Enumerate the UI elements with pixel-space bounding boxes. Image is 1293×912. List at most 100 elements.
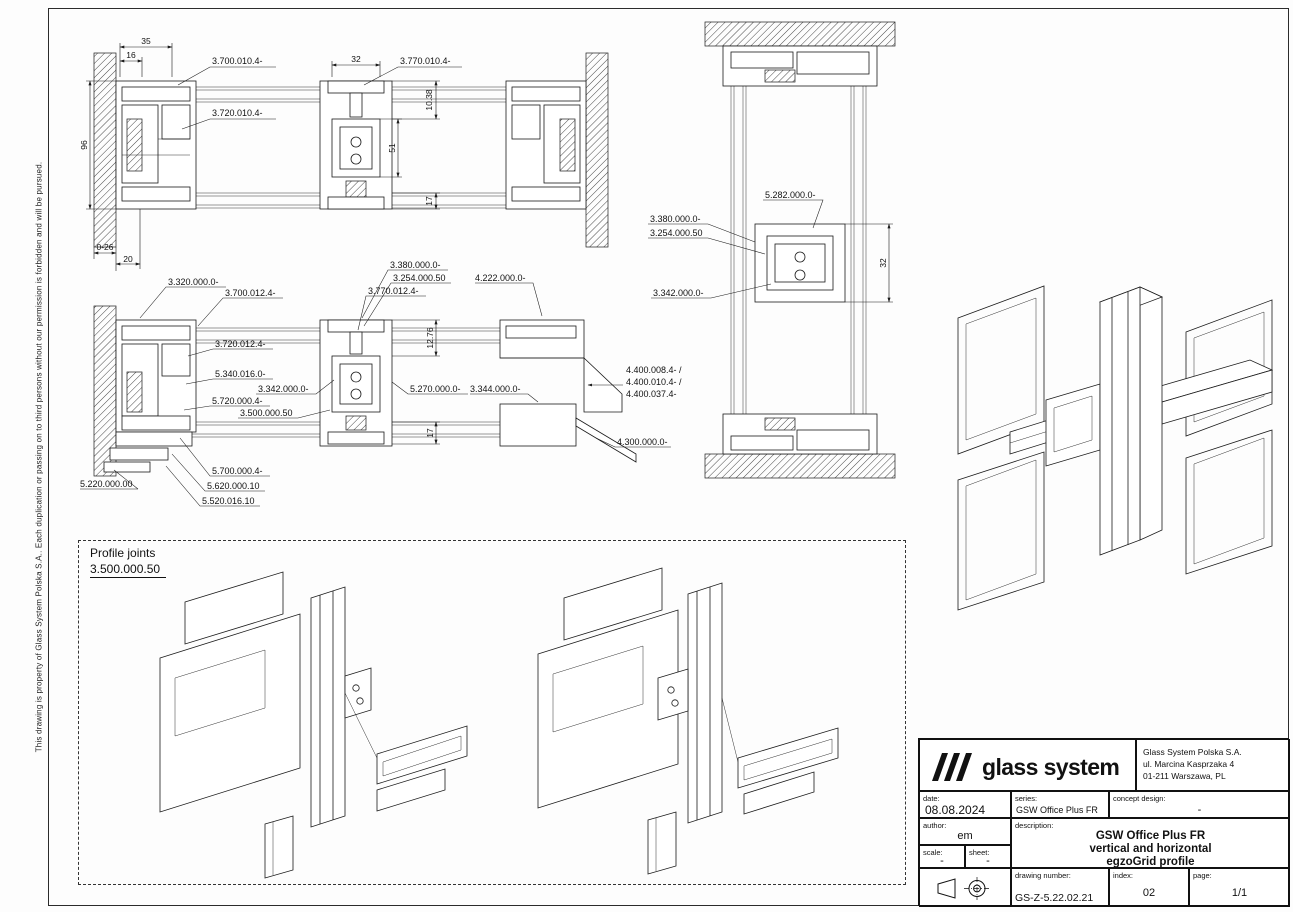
label-3254000: 3.254.000.50 xyxy=(650,228,703,238)
series-value: GSW Office Plus FR xyxy=(1016,805,1098,815)
section-top-horizontal: 35 16 32 96 51 10.38 17 0-26 20 3.700.01… xyxy=(79,36,609,271)
date-value: 08.08.2024 xyxy=(925,803,986,817)
logo-cell: glass system xyxy=(919,739,1136,791)
index-cell: index: 02 xyxy=(1109,868,1189,907)
middle-mullion-profile xyxy=(319,80,393,210)
label-3380000: 3.380.000.0- xyxy=(650,214,701,224)
label-3700012: 3.700.012.4- xyxy=(225,288,276,298)
dim-32: 32 xyxy=(878,258,888,268)
label-3500000: 3.500.000.50 xyxy=(240,408,293,418)
bottom-frame-profile xyxy=(722,413,878,455)
label-4300000: 4.300.000.0- xyxy=(617,437,668,447)
description-cell: description: GSW Office Plus FR vertical… xyxy=(1011,818,1290,868)
corner-profile xyxy=(499,319,637,463)
label-4400010: 4.400.010.4- / xyxy=(626,377,682,387)
concept-design-label: concept design: xyxy=(1113,794,1166,803)
scale-label: scale: xyxy=(923,848,943,857)
leader-lines xyxy=(648,199,824,299)
label-4222000: 4.222.000.0- xyxy=(475,273,526,283)
description-line-3: egzoGrid profile xyxy=(1106,856,1195,868)
sheet-cell: sheet: - xyxy=(965,845,1011,868)
copyright-notice: This drawing is property of Glass System… xyxy=(34,161,44,753)
section-mid-horizontal: 3.320.000.0- 3.700.012.4- 3.380.000.0- 3… xyxy=(80,260,682,507)
description-line-1: GSW Office Plus FR xyxy=(1095,830,1206,842)
left-frame-profile xyxy=(103,319,197,473)
page-value: 1/1 xyxy=(1231,887,1248,899)
label-5220000: 5.220.000.00 xyxy=(80,479,133,489)
date-label: date: xyxy=(923,794,940,803)
label-5340016: 5.340.016.0- xyxy=(215,369,266,379)
label-3320000: 3.320.000.0- xyxy=(168,277,219,287)
sheet-label: sheet: xyxy=(969,848,990,857)
wall-hatch-right xyxy=(585,52,609,248)
profile-joints-box xyxy=(78,540,906,885)
dim-16: 16 xyxy=(126,50,136,60)
wall-hatch-bottom xyxy=(704,453,896,479)
dim-0-26: 0-26 xyxy=(96,242,113,252)
address-line-1: Glass System Polska S.A. xyxy=(1143,747,1242,757)
scale-cell: scale: - xyxy=(919,845,965,868)
series-cell: series: GSW Office Plus FR xyxy=(1011,791,1109,818)
isometric-assembly-view xyxy=(957,285,1274,611)
joint-3d-view-right xyxy=(537,567,839,875)
label-3380000: 3.380.000.0- xyxy=(390,260,441,270)
description-label: description: xyxy=(1015,821,1054,830)
index-label: index: xyxy=(1113,871,1134,880)
profile-joints-title: Profile joints xyxy=(90,546,156,560)
label-5270000: 5.270.000.0- xyxy=(410,384,461,394)
concept-design-cell: concept design: - xyxy=(1109,791,1290,818)
drawing-number-cell: drawing number: GS-Z-5.22.02.21 xyxy=(1011,868,1109,907)
top-frame-profile xyxy=(722,45,878,87)
page-label: page: xyxy=(1193,871,1212,880)
label-3344000: 3.344.000.0- xyxy=(470,384,521,394)
section-vertical: 5.282.000.0- 3.380.000.0- 3.254.000.50 3… xyxy=(648,21,896,479)
author-label: author: xyxy=(923,821,947,830)
dimension-lines xyxy=(392,319,440,445)
label-3720010: 3.720.010.4- xyxy=(212,108,263,118)
label-4400037: 4.400.037.4- xyxy=(626,389,677,399)
dim-17: 17 xyxy=(425,428,435,438)
dim-10-38: 10.38 xyxy=(424,89,434,111)
date-cell: date: 08.08.2024 xyxy=(919,791,1011,818)
dim-17: 17 xyxy=(424,196,434,206)
concept-design-value: - xyxy=(1197,804,1202,816)
title-block: glass system Glass System Polska S.A. ul… xyxy=(918,738,1290,907)
label-5700000: 5.700.000.4- xyxy=(212,466,263,476)
sheet-value: - xyxy=(986,855,990,867)
index-value: 02 xyxy=(1142,887,1156,899)
leader-lines xyxy=(80,269,671,507)
dimension-lines xyxy=(845,223,893,303)
label-3700010: 3.700.010.4- xyxy=(212,56,263,66)
dim-12-76: 12.76 xyxy=(425,327,435,349)
sheet-border xyxy=(48,8,1289,906)
drawing-number-value: GS-Z-5.22.02.21 xyxy=(1015,892,1094,904)
author-cell: author: em xyxy=(919,818,1011,845)
projection-symbol-icon xyxy=(937,877,990,900)
projection-symbol-cell xyxy=(919,868,1011,907)
label-3254000: 3.254.000.50 xyxy=(393,273,446,283)
left-frame-profile xyxy=(115,80,197,210)
dim-20: 20 xyxy=(123,254,133,264)
middle-mullion-profile xyxy=(319,319,393,447)
right-frame-profile xyxy=(505,80,587,210)
address-line-3: 01-211 Warszawa, PL xyxy=(1143,771,1226,781)
label-3342000: 3.342.000.0- xyxy=(258,384,309,394)
series-label: series: xyxy=(1015,794,1038,803)
wall-hatch-top xyxy=(704,21,896,47)
page-cell: page: 1/1 xyxy=(1189,868,1290,907)
label-5720000: 5.720.000.4- xyxy=(212,396,263,406)
scale-value: - xyxy=(940,855,944,867)
middle-transom-profile xyxy=(754,223,846,303)
address-cell: Glass System Polska S.A. ul. Marcina Kas… xyxy=(1136,739,1290,791)
drawing-number-label: drawing number: xyxy=(1015,871,1071,880)
description-line-2: vertical and horizontal xyxy=(1089,843,1212,855)
glazing-lines xyxy=(730,46,867,454)
profile-joints-code: 3.500.000.50 xyxy=(90,562,167,578)
dim-32: 32 xyxy=(351,54,361,64)
dim-35: 35 xyxy=(141,36,151,46)
joint-3d-view-left xyxy=(159,571,468,879)
label-3770010: 3.770.010.4- xyxy=(400,56,451,66)
glass-system-logo-icon xyxy=(932,753,972,781)
author-value: em xyxy=(957,830,973,842)
